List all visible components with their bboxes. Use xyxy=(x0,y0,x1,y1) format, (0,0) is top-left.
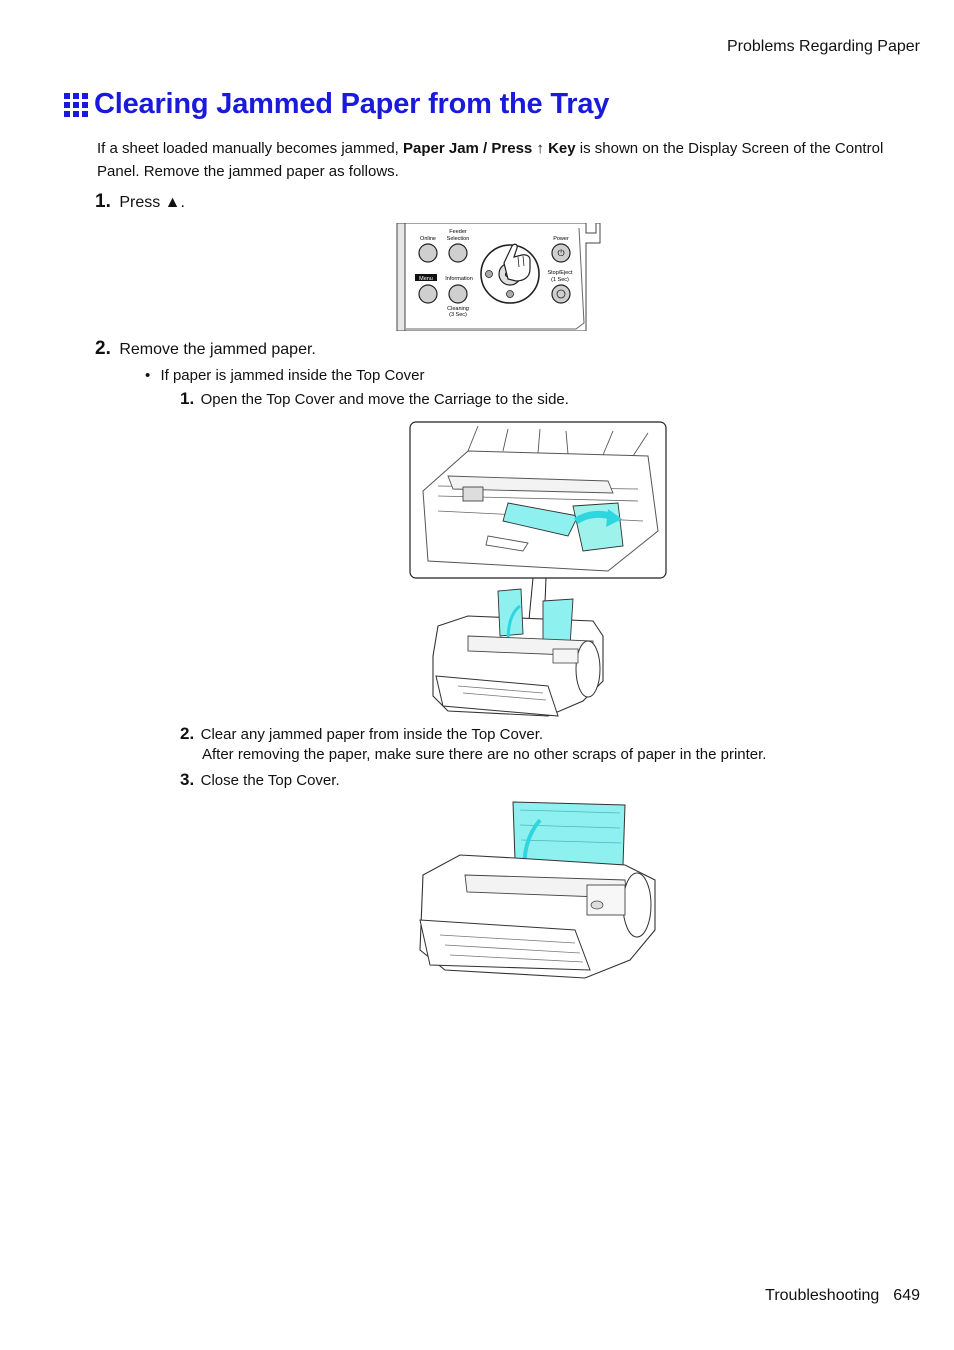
footer-section: Troubleshooting xyxy=(765,1287,880,1304)
output-tray xyxy=(419,919,591,971)
power-symbol-icon: ⏻ xyxy=(557,248,564,258)
online-label: Online xyxy=(420,236,436,242)
section-grid-icon xyxy=(64,92,88,117)
bullet-mark: • xyxy=(145,367,151,384)
title-row: Clearing Jammed Paper from the Tray xyxy=(64,88,609,121)
step-1: 1. Press ▲. xyxy=(95,191,185,213)
power-button xyxy=(551,243,571,263)
menu-button xyxy=(418,284,438,304)
step-text: Remove the jammed paper. xyxy=(119,341,316,358)
substep-1: 1. Open the Top Cover and move the Carri… xyxy=(180,389,569,409)
intro-text-rest: is shown on the Display Screen of the Co… xyxy=(97,140,884,180)
open-direction-arrow-icon xyxy=(506,604,521,642)
step-text: Press ▲. xyxy=(119,194,185,211)
online-button xyxy=(418,243,438,263)
bullet-item: • If paper is jammed inside the Top Cove… xyxy=(145,367,424,384)
page-title: Clearing Jammed Paper from the Tray xyxy=(94,88,610,120)
stop-eject-label-2: (1 Sec) xyxy=(551,277,569,283)
intro-paragraph: If a sheet loaded manually becomes jamme… xyxy=(97,137,887,183)
information-button xyxy=(448,284,468,304)
feeder-selection-button xyxy=(448,243,468,263)
running-header: Problems Regarding Paper xyxy=(727,38,920,55)
jammed-paper-highlight xyxy=(502,502,579,537)
cleaning-label-2: (3 Sec) xyxy=(449,312,467,318)
cleaning-label-1: Cleaning xyxy=(447,306,469,312)
power-label: Power xyxy=(553,236,569,242)
printer-panel xyxy=(552,648,579,664)
feeder-label-1: Feeder xyxy=(449,229,467,235)
roll-holder xyxy=(622,872,652,938)
printer-control-panel xyxy=(586,884,626,916)
close-top-cover-illustration xyxy=(419,801,656,979)
substep-text: Clear any jammed paper from inside the T… xyxy=(200,726,544,743)
substep-2-note: After removing the paper, make sure ther… xyxy=(202,746,767,763)
stop-eject-button xyxy=(551,284,571,304)
control-panel-illustration: Online Feeder Selection Power ⏻ Menu Inf… xyxy=(396,223,601,331)
step-number: 2. xyxy=(95,338,111,359)
step-2: 2. Remove the jammed paper. xyxy=(95,338,316,360)
menu-label: Menu xyxy=(419,276,433,282)
pointing-hand-icon xyxy=(503,243,531,282)
stop-eject-label-1: Stop/Eject xyxy=(547,270,573,276)
step-number: 1. xyxy=(95,191,111,212)
open-top-cover-illustration xyxy=(409,421,667,717)
down-arrow-icon xyxy=(506,290,514,298)
page-number: 649 xyxy=(893,1287,920,1304)
stop-symbol-icon xyxy=(556,289,566,299)
feeder-label-2: Selection xyxy=(447,236,470,242)
bullet-text: If paper is jammed inside the Top Cover xyxy=(160,367,425,384)
arrow-head-icon xyxy=(606,509,622,527)
intro-text: If a sheet loaded manually becomes jamme… xyxy=(97,140,403,157)
intro-display-message: Paper Jam / Press ↑ Key xyxy=(403,140,576,157)
substep-number: 2. xyxy=(180,724,195,743)
information-label: Information xyxy=(445,276,473,282)
substep-number: 3. xyxy=(180,770,195,789)
detail-callout-box xyxy=(409,421,667,579)
substep-text: Close the Top Cover. xyxy=(200,772,340,789)
substep-text: Open the Top Cover and move the Carriage… xyxy=(200,391,569,408)
substep-3: 3. Close the Top Cover. xyxy=(180,770,340,790)
substep-number: 1. xyxy=(180,389,195,408)
running-footer: Troubleshooting 649 xyxy=(765,1287,920,1305)
open-cover-left-panel xyxy=(497,588,524,637)
menu-label-box xyxy=(415,274,437,281)
substep-2: 2. Clear any jammed paper from inside th… xyxy=(180,724,543,744)
left-arrow-icon xyxy=(485,270,493,278)
roll-holder xyxy=(575,640,601,698)
